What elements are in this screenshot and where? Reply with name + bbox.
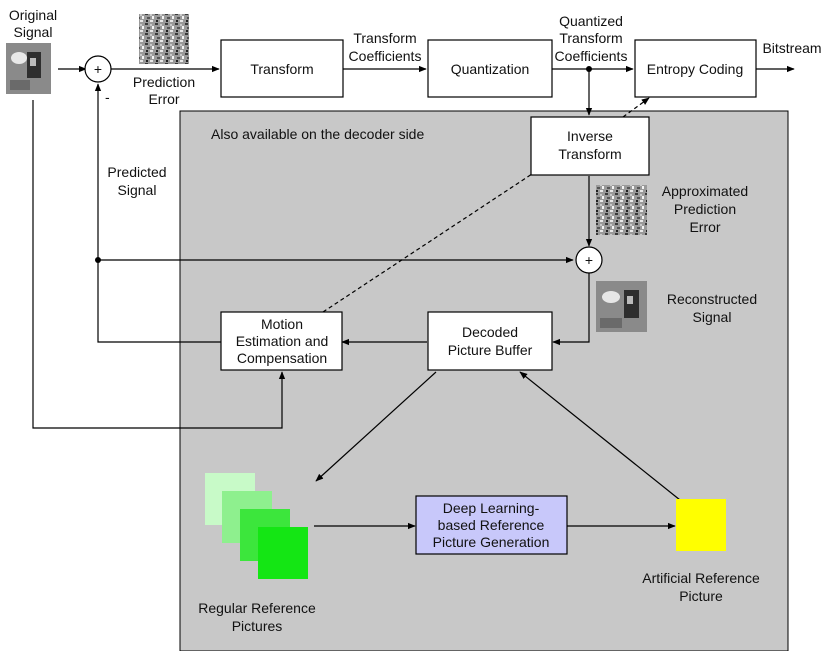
- approx-error-label-2: Prediction: [674, 201, 736, 217]
- deep-learning-box: Deep Learning- based Reference Picture G…: [415, 495, 568, 555]
- svg-text:Inverse: Inverse: [567, 128, 613, 144]
- svg-text:+: +: [94, 61, 102, 77]
- reconstructed-label-2: Signal: [693, 309, 732, 325]
- quantization-box: Quantization: [427, 39, 553, 98]
- dashed-motion-to-inverse: [322, 171, 536, 313]
- minus-sign: -: [105, 89, 110, 105]
- prediction-error-label-1: Prediction: [133, 74, 195, 90]
- quantized-label-2: Transform: [559, 30, 622, 46]
- approximated-error-image: [596, 185, 647, 235]
- arrow-adder-to-dpb: [552, 272, 590, 346]
- transform-coefficients-label-1: Transform: [353, 30, 416, 46]
- decoded-picture-buffer-box: Decoded Picture Buffer: [427, 311, 553, 371]
- svg-text:Estimation and: Estimation and: [236, 333, 329, 349]
- regular-reference-pictures: [205, 473, 308, 579]
- connections: [32, 65, 795, 530]
- svg-text:Quantization: Quantization: [451, 61, 530, 77]
- svg-text:based Reference: based Reference: [438, 517, 545, 533]
- regular-ref-label-1: Regular Reference: [198, 600, 316, 616]
- decoder-side-label: Also available on the decoder side: [211, 126, 424, 142]
- quantized-label-1: Quantized: [559, 13, 623, 29]
- motion-estimation-box: Motion Estimation and Compensation: [220, 311, 343, 371]
- artificial-ref-label-2: Picture: [679, 588, 723, 604]
- transform-box: Transform: [220, 39, 344, 98]
- svg-text:+: +: [585, 252, 593, 268]
- arrow-predicted-to-adder: [94, 83, 221, 343]
- artificial-ref-label-1: Artificial Reference: [642, 570, 760, 586]
- reconstructed-label-1: Reconstructed: [667, 291, 757, 307]
- adder-reconstruction: +: [575, 246, 603, 274]
- svg-text:Compensation: Compensation: [237, 350, 327, 366]
- regular-ref-label-2: Pictures: [232, 618, 283, 634]
- arrow-original-to-motion: [32, 100, 286, 429]
- entropy-coding-box: Entropy Coding: [634, 39, 757, 98]
- svg-text:Motion: Motion: [261, 316, 303, 332]
- svg-text:Entropy Coding: Entropy Coding: [647, 61, 744, 77]
- svg-text:Transform: Transform: [250, 61, 313, 77]
- artificial-reference-picture: [676, 499, 726, 551]
- svg-text:Deep Learning-: Deep Learning-: [443, 500, 540, 516]
- original-signal-label-2: Signal: [14, 24, 53, 40]
- svg-text:Transform: Transform: [558, 146, 621, 162]
- approx-error-label-1: Approximated: [662, 183, 748, 199]
- bitstream-label: Bitstream: [762, 40, 821, 56]
- original-signal-image: [6, 43, 51, 94]
- adder-top: +: [84, 55, 112, 83]
- inverse-transform-box: Inverse Transform: [530, 116, 650, 176]
- prediction-error-label-2: Error: [148, 91, 179, 107]
- dashed-inverse-to-entropy: [622, 97, 650, 118]
- prediction-error-image: [139, 14, 189, 64]
- original-signal-label-1: Original: [9, 7, 57, 23]
- arrow-dpb-to-regular: [315, 371, 437, 482]
- svg-text:Picture Buffer: Picture Buffer: [448, 342, 533, 358]
- predicted-signal-label-2: Signal: [118, 182, 157, 198]
- approx-error-label-3: Error: [689, 219, 720, 235]
- arrow-artificial-to-dpb: [519, 371, 681, 501]
- quantized-label-3: Coefficients: [555, 48, 628, 64]
- transform-coefficients-label-2: Coefficients: [349, 48, 422, 64]
- svg-text:Picture Generation: Picture Generation: [433, 534, 550, 550]
- svg-text:Decoded: Decoded: [462, 324, 518, 340]
- reconstructed-signal-image: [596, 281, 647, 332]
- predicted-signal-label-1: Predicted: [107, 164, 166, 180]
